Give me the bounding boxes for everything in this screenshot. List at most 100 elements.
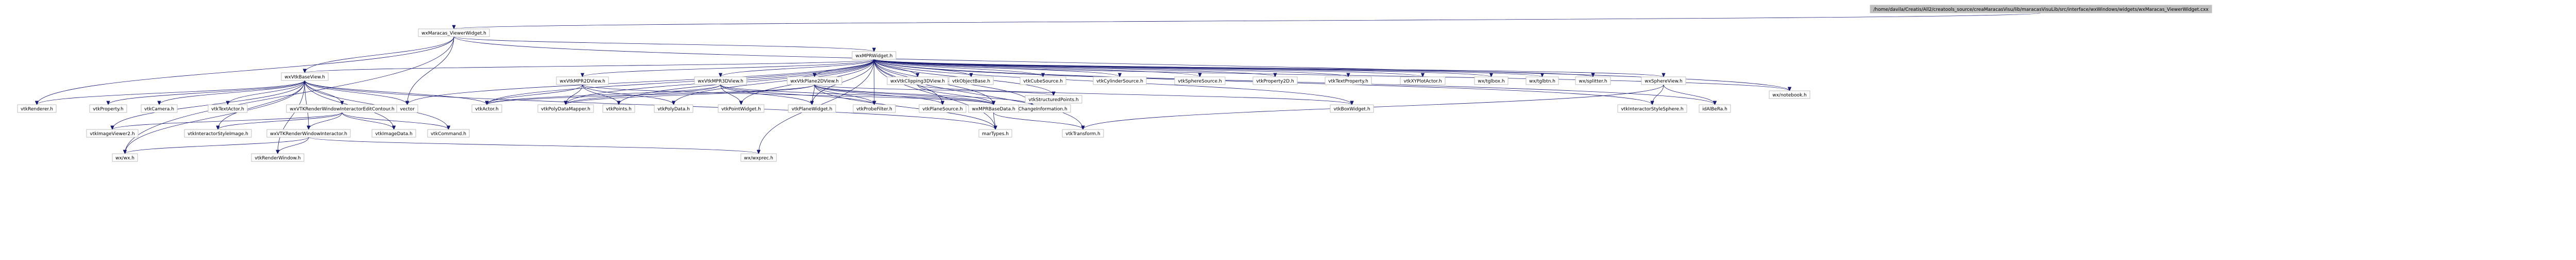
graph-node-label: wxMPRBaseData.h bbox=[972, 107, 1015, 112]
graph-node-label: wxVTKRenderWindowInteractor.h bbox=[270, 132, 347, 137]
edge-line bbox=[993, 112, 1083, 130]
graph-node-vtkpdm[interactable]: vtkPolyDataMapper.h bbox=[537, 104, 594, 113]
edge-arrowhead bbox=[485, 101, 489, 106]
graph-node-mprbasedata[interactable]: wxMPRBaseData.h bbox=[968, 104, 1019, 113]
graph-node-vtkpoints[interactable]: vtkPoints.h bbox=[602, 104, 635, 113]
graph-node-rwi[interactable]: wxVTKRenderWindowInteractor.h bbox=[266, 129, 351, 138]
graph-node-vtkrenderer[interactable]: vtkRenderer.h bbox=[17, 104, 57, 113]
graph-node-vtkcylsource[interactable]: vtkCylinderSource.h bbox=[1093, 76, 1147, 85]
graph-node-label: marTypes.h bbox=[982, 132, 1009, 137]
edge-arrowhead bbox=[1713, 101, 1717, 106]
graph-node-vtktextprop[interactable]: vtkTextProperty.h bbox=[1325, 76, 1372, 85]
edge-mprwidget-to-vtkxyplot bbox=[874, 59, 1425, 78]
edge-mprbasedata-to-marTypes bbox=[993, 112, 997, 131]
graph-node-wxwx[interactable]: wx/wx.h bbox=[112, 153, 138, 162]
graph-node-rwiec[interactable]: wxVTKRenderWindowInteractorEditContour.h bbox=[286, 104, 398, 113]
edge-line bbox=[720, 59, 874, 77]
edge-mprwidget-to-vtktextprop bbox=[874, 59, 1350, 78]
graph-node-vtkobjectbase[interactable]: vtkObjectBase.h bbox=[948, 76, 994, 85]
graph-node-vtkprobefilter[interactable]: vtkProbeFilter.h bbox=[853, 104, 896, 113]
graph-node-plane2d[interactable]: wxVtkPlane2DView.h bbox=[787, 76, 842, 85]
graph-node-box bbox=[1020, 76, 1066, 85]
graph-node-vtkplanesource[interactable]: vtkPlaneSource.h bbox=[919, 104, 967, 113]
graph-node-label: vtkImageViewer2.h bbox=[90, 132, 134, 137]
graph-node-idalbera[interactable]: idAlBeRa.h bbox=[1699, 104, 1731, 113]
graph-node-vtkprop2d[interactable]: vtkProperty2D.h bbox=[1252, 76, 1298, 85]
graph-node-marTypes[interactable]: marTypes.h bbox=[978, 129, 1012, 138]
graph-node-wxtoolbox[interactable]: wx/tglbox.h bbox=[1474, 76, 1509, 85]
edge-line bbox=[1652, 84, 1664, 105]
graph-node-box bbox=[948, 76, 994, 85]
graph-node-vtkimagedata[interactable]: vtkImageData.h bbox=[371, 129, 416, 138]
edge-line bbox=[874, 59, 1083, 130]
graph-node-label: vtkInteractorStyleImage.h bbox=[188, 132, 248, 137]
graph-node-mprwidget[interactable]: wxMPRWidget.h bbox=[852, 51, 896, 60]
graph-node-sphereview[interactable]: wxSphereView.h bbox=[1641, 76, 1686, 85]
edge-arrowhead bbox=[276, 150, 280, 155]
graph-node-label: wxSphereView.h bbox=[1645, 79, 1683, 84]
graph-node-wxtglbtn[interactable]: wx/tglbtn.h bbox=[1526, 76, 1559, 85]
graph-node-vtkimageviewer2[interactable]: vtkImageViewer2.h bbox=[86, 129, 139, 138]
graph-node-vtkcubesource[interactable]: vtkCubeSource.h bbox=[1020, 76, 1066, 85]
edge-plane2d-to-vtkactor bbox=[485, 84, 815, 106]
graph-node-wxsplitter[interactable]: wx/splitter.h bbox=[1575, 76, 1611, 85]
graph-node-box bbox=[556, 76, 609, 85]
graph-node-vtkpolydata[interactable]: vtkPolyData.h bbox=[654, 104, 693, 113]
graph-node-label: wx/tglbtn.h bbox=[1529, 79, 1555, 84]
graph-node-vtktextactor[interactable]: vtkTextActor.h bbox=[208, 104, 248, 113]
graph-node-basevw[interactable]: wxVtkBaseView.h bbox=[281, 72, 329, 81]
graph-node-vector[interactable]: vector bbox=[396, 104, 418, 113]
graph-node-vtkproperty[interactable]: vtkProperty.h bbox=[89, 104, 127, 113]
edge-arrowhead bbox=[1787, 87, 1792, 92]
graph-node-vtkplanewidget[interactable]: vtkPlaneWidget.h bbox=[788, 104, 836, 113]
graph-node-box bbox=[787, 76, 842, 85]
graph-node-vtkrenderwindow[interactable]: vtkRenderWindow.h bbox=[251, 153, 304, 162]
nodes-layer: /home/davila/Creatis/All2/creatools_sour… bbox=[17, 5, 2212, 162]
graph-node-mpr2d[interactable]: wxVtkMPR2DView.h bbox=[556, 76, 609, 85]
graph-node-vtkxyplot[interactable]: vtkXYPlotActor.h bbox=[1400, 76, 1446, 85]
edge-viewerwidget-to-vtkrenderer bbox=[35, 36, 454, 106]
edge-line bbox=[874, 59, 1594, 77]
graph-node-label: wx/notebook.h bbox=[1772, 93, 1807, 98]
edge-line bbox=[874, 59, 1200, 77]
graph-node-box bbox=[86, 129, 139, 138]
edge-arrowhead bbox=[916, 73, 920, 78]
graph-node-box bbox=[1330, 104, 1374, 113]
graph-node-clip3d[interactable]: wxVtkClipping3DView.h bbox=[887, 76, 948, 85]
graph-node-box bbox=[112, 153, 138, 162]
edge-line bbox=[582, 84, 994, 105]
edge-line bbox=[304, 80, 487, 105]
graph-node-viewerwidget[interactable]: wxMaracas_ViewerWidget.h bbox=[418, 28, 490, 37]
graph-node-label: idAlBeRa.h bbox=[1702, 107, 1727, 112]
graph-node-label: wxMPRWidget.h bbox=[855, 54, 892, 59]
graph-node-box bbox=[740, 153, 777, 162]
edge-arrowhead bbox=[1198, 73, 1202, 78]
graph-node-vtkactor[interactable]: vtkActor.h bbox=[471, 104, 502, 113]
graph-node-vtkboxwidget[interactable]: vtkBoxWidget.h bbox=[1330, 104, 1374, 113]
graph-node-label: wxVtkBaseView.h bbox=[284, 75, 325, 80]
edge-plane2d-to-vtkplanewidget bbox=[810, 84, 815, 106]
graph-node-box bbox=[1769, 90, 1810, 99]
graph-node-vtkspheresource[interactable]: vtkSphereSource.h bbox=[1174, 76, 1226, 85]
graph-node-vtkiss[interactable]: vtkInteractorStyleSphere.h bbox=[1617, 104, 1687, 113]
graph-node-wxwxprec[interactable]: wx/wxprec.h bbox=[740, 153, 777, 162]
graph-node-vtkstructpts[interactable]: vtkStructuredPoints.h bbox=[1025, 95, 1082, 104]
graph-node-box bbox=[919, 104, 967, 113]
graph-node-label: vtkTextProperty.h bbox=[1328, 79, 1368, 84]
graph-node-label: vtkTextActor.h bbox=[211, 107, 244, 112]
graph-node-vtkpointwidget[interactable]: vtkPointWidget.h bbox=[718, 104, 765, 113]
edge-line bbox=[874, 59, 1423, 77]
graph-node-label: vtkSphereSource.h bbox=[1178, 79, 1222, 84]
graph-node-vtktransform[interactable]: vtkTransform.h bbox=[1062, 129, 1104, 138]
graph-node-vtkcamera[interactable]: vtkCamera.h bbox=[141, 104, 178, 113]
graph-node-box bbox=[1699, 104, 1731, 113]
graph-node-vtkcommand[interactable]: vtkCommand.h bbox=[427, 129, 470, 138]
graph-node-box bbox=[694, 76, 747, 85]
graph-node-vtkisi[interactable]: vtkInteractorStyleImage.h bbox=[184, 129, 252, 138]
graph-node-notebook[interactable]: wx/notebook.h bbox=[1769, 90, 1810, 99]
edge-viewerwidget-to-basevw bbox=[302, 36, 454, 74]
graph-node-box bbox=[251, 153, 304, 162]
edge-arrowhead bbox=[991, 101, 996, 106]
graph-node-box bbox=[1252, 76, 1298, 85]
graph-node-mpr3d[interactable]: wxVtkMPR3DView.h bbox=[694, 76, 747, 85]
